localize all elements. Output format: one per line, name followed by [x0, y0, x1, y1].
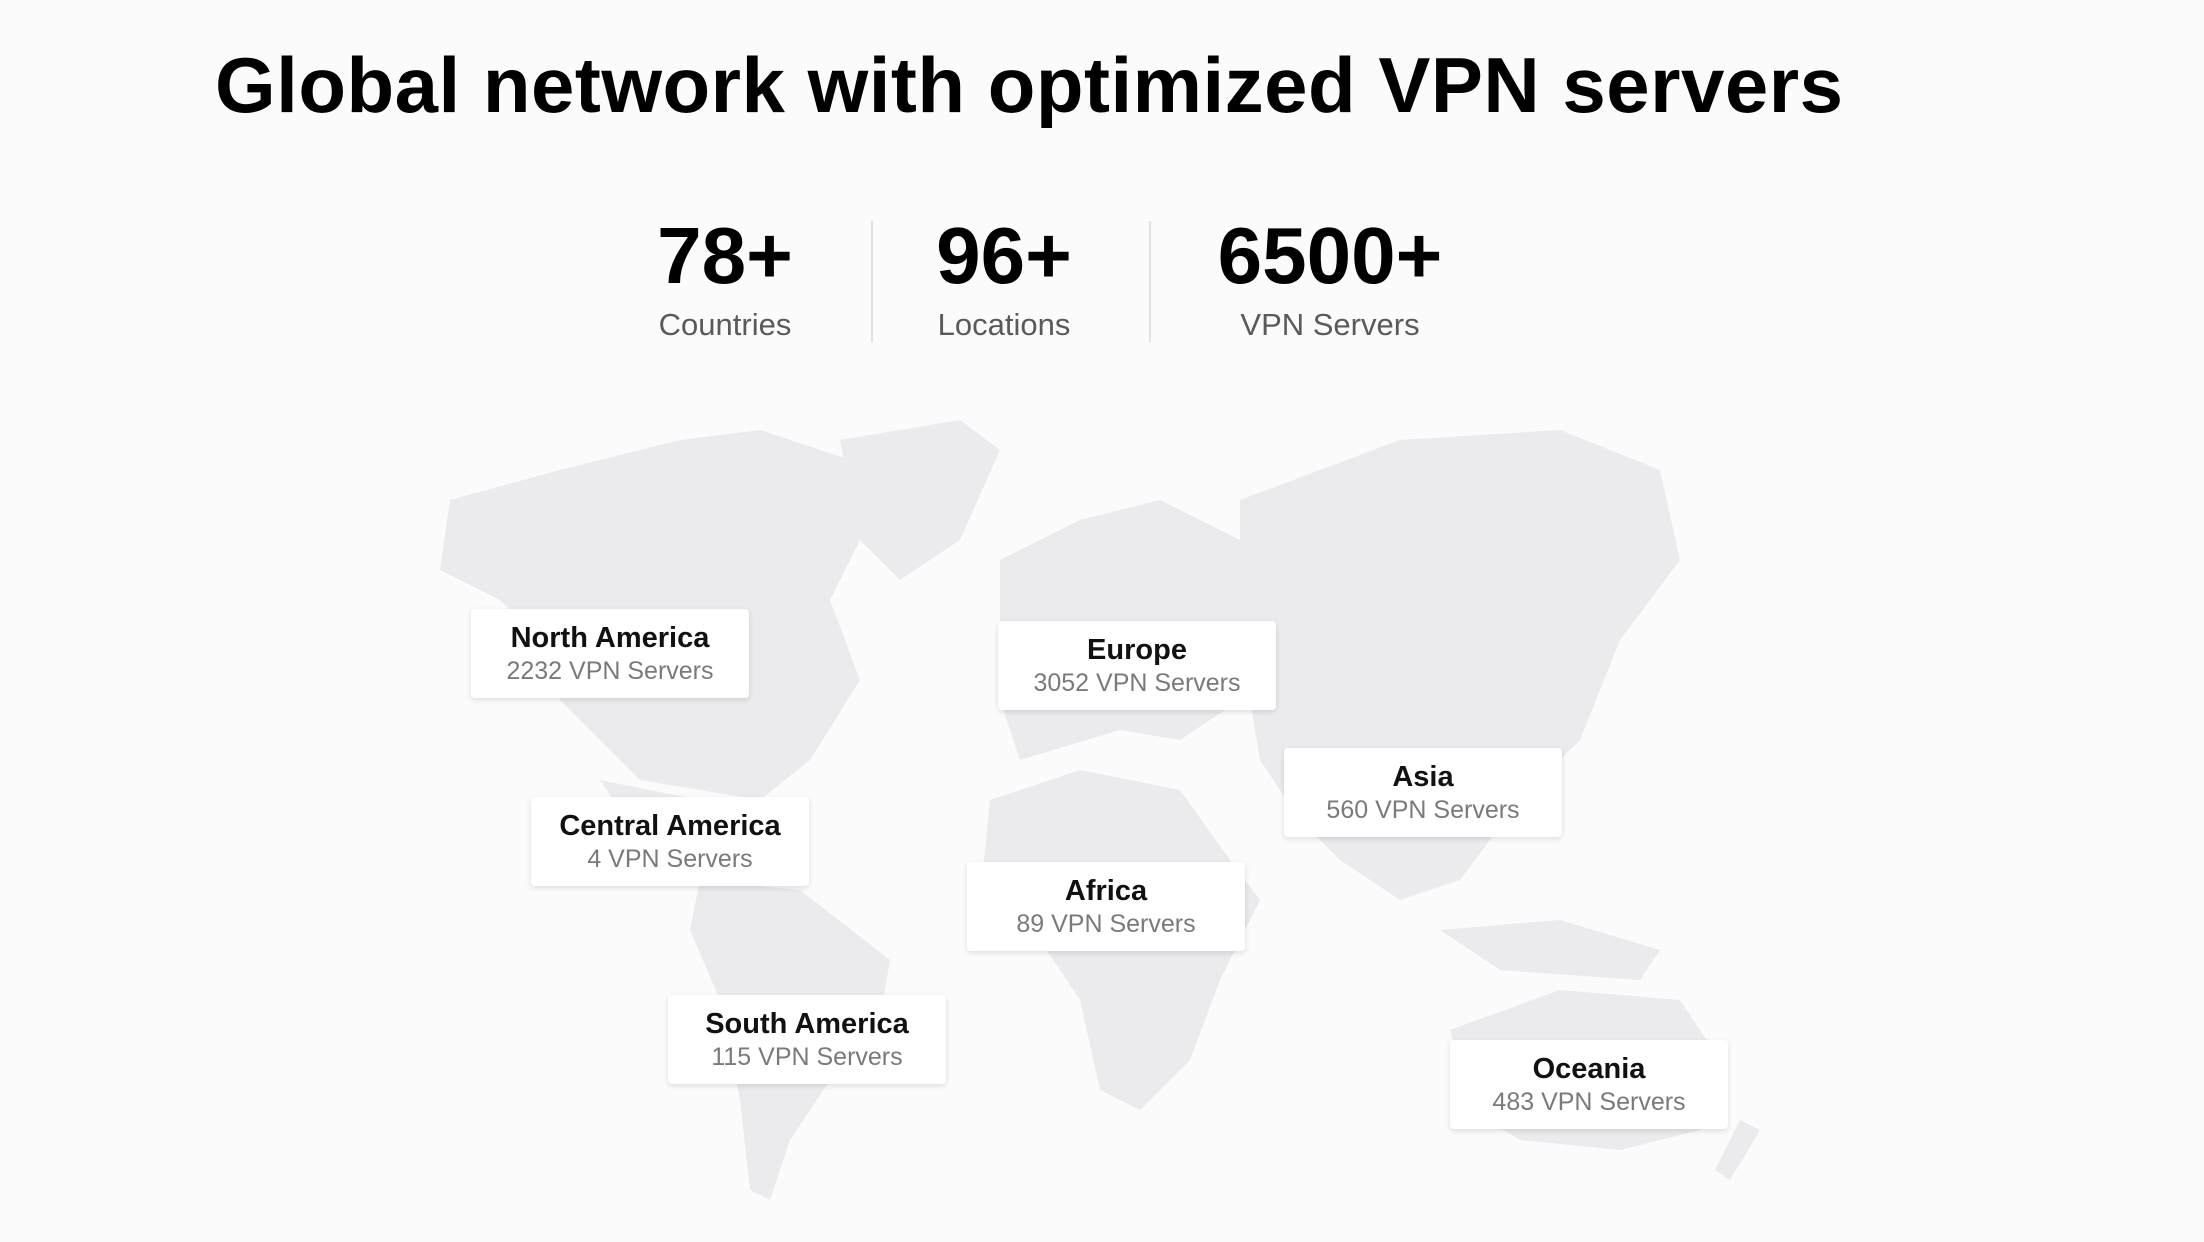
stat-divider — [1149, 221, 1151, 342]
new-zealand-landmass — [1715, 1120, 1760, 1180]
region-server-count: 560 VPN Servers — [1326, 796, 1520, 824]
region-card-oceania[interactable]: Oceania 483 VPN Servers — [1450, 1040, 1728, 1129]
region-server-count: 4 VPN Servers — [587, 845, 753, 873]
stat-label: Locations — [937, 307, 1071, 342]
region-name: Asia — [1392, 761, 1454, 793]
region-card-africa[interactable]: Africa 89 VPN Servers — [967, 862, 1245, 951]
region-name: Africa — [1064, 875, 1148, 907]
stat-label: VPN Servers — [1240, 307, 1420, 342]
region-name: Europe — [1087, 634, 1187, 666]
region-server-count: 3052 VPN Servers — [1033, 669, 1241, 697]
stat-locations: 96+ Locations — [874, 208, 1134, 343]
region-name: North America — [510, 622, 710, 654]
stat-countries: 78+ Countries — [595, 208, 855, 343]
region-card-europe[interactable]: Europe 3052 VPN Servers — [998, 621, 1276, 710]
page-title: Global network with optimized VPN server… — [215, 41, 1844, 129]
region-server-count: 483 VPN Servers — [1492, 1088, 1686, 1116]
stat-divider — [871, 221, 873, 342]
region-server-count: 89 VPN Servers — [1016, 910, 1196, 938]
region-card-north-america[interactable]: North America 2232 VPN Servers — [471, 609, 749, 698]
region-card-south-america[interactable]: South America 115 VPN Servers — [668, 995, 946, 1084]
region-name: South America — [705, 1008, 909, 1040]
stat-value: 6500+ — [1217, 211, 1443, 300]
region-server-count: 115 VPN Servers — [711, 1043, 903, 1071]
stat-value: 78+ — [657, 211, 793, 300]
stat-value: 96+ — [936, 211, 1072, 300]
region-name: Central America — [559, 810, 781, 842]
stat-servers: 6500+ VPN Servers — [1200, 208, 1460, 343]
greenland-landmass — [840, 420, 1000, 580]
indonesia-landmass — [1440, 920, 1660, 980]
stat-label: Countries — [658, 307, 792, 342]
region-card-central-america[interactable]: Central America 4 VPN Servers — [531, 797, 809, 886]
region-name: Oceania — [1532, 1053, 1646, 1085]
region-card-asia[interactable]: Asia 560 VPN Servers — [1284, 748, 1562, 837]
region-server-count: 2232 VPN Servers — [506, 657, 714, 685]
